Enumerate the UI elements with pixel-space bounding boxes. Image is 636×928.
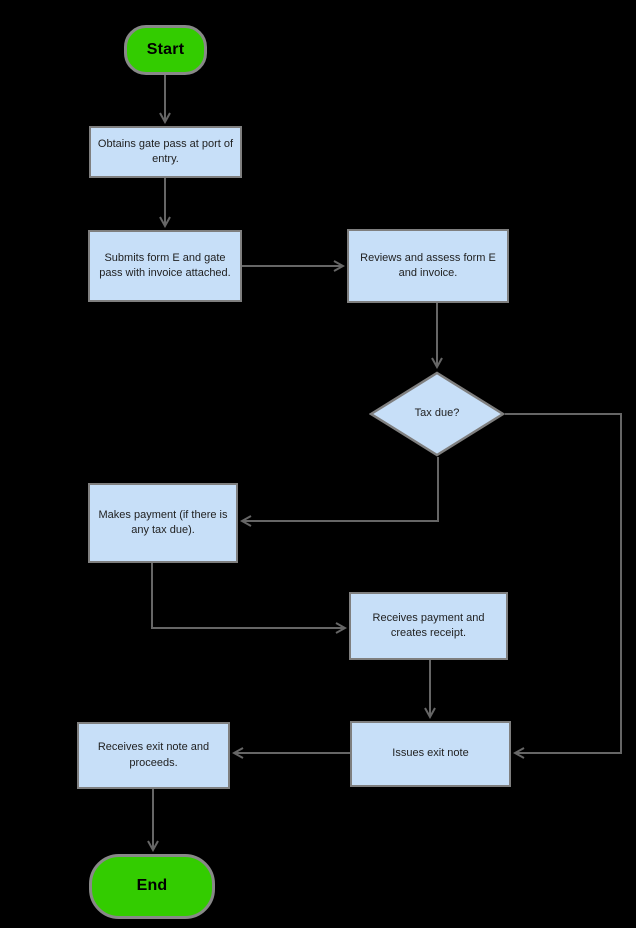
- tax-due-node: Tax due?: [369, 371, 505, 457]
- issues-exit-note-label: Issues exit note: [392, 747, 469, 760]
- issues-exit-note-node: Issues exit note: [350, 721, 511, 787]
- submits-form-e-node: Submits form E and gate pass with invoic…: [88, 230, 242, 302]
- end-node: End: [89, 854, 215, 919]
- tax-due-label: Tax due?: [414, 407, 460, 420]
- taxdue-to-makes-payment-connector: [242, 457, 439, 521]
- receives-payment-label: Receives payment and creates receipt.: [372, 611, 485, 639]
- submits-form-e-label: Submits form E and gate pass with invoic…: [99, 251, 231, 279]
- start-node: Start: [124, 25, 207, 75]
- decision-diamond-shape: [369, 371, 505, 457]
- makes-payment-to-receives-payment-connector: [151, 563, 345, 628]
- obtains-gate-pass-label: Obtains gate pass at port of entry.: [97, 137, 234, 165]
- receives-exit-note-label: Receives exit note and proceeds.: [97, 741, 210, 769]
- reviews-assess-label: Reviews and assess form E and invoice.: [360, 251, 496, 279]
- end-label: End: [136, 877, 168, 895]
- taxdue-to-issues-connector: [505, 413, 622, 753]
- makes-payment-label: Makes payment (if there is any tax due).: [98, 508, 228, 536]
- start-label: Start: [146, 40, 185, 58]
- receives-exit-note-node: Receives exit note and proceeds.: [77, 722, 230, 789]
- obtains-gate-pass-node: Obtains gate pass at port of entry.: [89, 126, 242, 178]
- receives-payment-node: Receives payment and creates receipt.: [349, 592, 508, 660]
- makes-payment-node: Makes payment (if there is any tax due).: [88, 483, 238, 563]
- reviews-assess-node: Reviews and assess form E and invoice.: [347, 229, 509, 303]
